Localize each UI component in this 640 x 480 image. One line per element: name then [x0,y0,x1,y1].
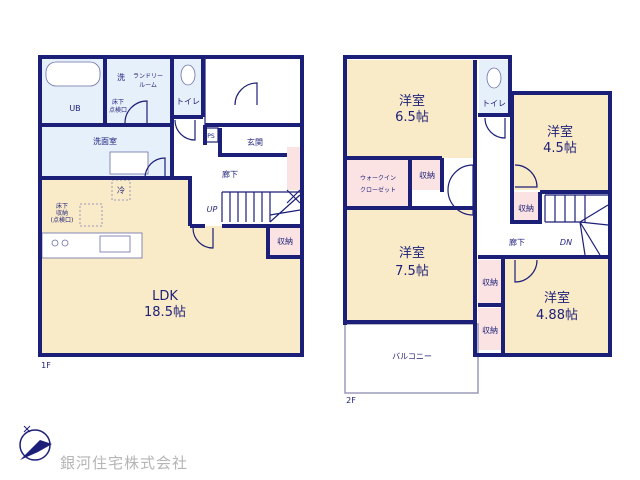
label-inspection: 点検口 [109,106,127,114]
label-size-4-5: 4.5帖 [543,141,577,156]
label-wic: クローゼット [360,186,396,194]
label-entrance: 玄関 [247,137,263,147]
label-laundry: ルーム [139,82,157,89]
label-ps: PS [207,133,215,140]
label-ldk-size: 18.5帖 [144,305,186,320]
compass-bird-logo [19,425,52,461]
floor-label-1f: 1F [41,361,51,370]
room-western-4-88 [505,258,610,355]
balcony [344,323,479,394]
floor-2: 洋室 6.5帖 トイレ 洋室 4.5帖 ウォークイン クローゼット 収納 洋室 … [343,55,612,405]
storage-2f-2 [512,192,540,222]
shoe-storage [287,147,300,190]
label-laundry: ランドリー [133,73,163,80]
stairs-1f [221,189,301,223]
label-storage-2f-1: 収納 [419,170,435,180]
label-balcony: バルコニー [392,352,432,361]
label-underfloor: 収納 [56,209,68,217]
label-underfloor: 床下 [56,202,68,210]
floor-label-2f: 2F [346,396,356,405]
label-western-4-5: 洋室 [547,124,573,140]
storage-2f-3 [478,260,503,305]
label-storage-2f-2: 収納 [518,203,534,213]
label-washroom: 洗面室 [93,136,117,146]
door-western-6-5[interactable] [447,164,474,191]
label-storage-2f-3: 収納 [482,277,498,287]
company-name: 銀河住宅株式会社 [60,454,189,472]
toilet-icon [180,64,196,86]
kitchen-sink-icon [99,235,131,253]
storage-2f-1 [412,160,442,190]
label-western-4-88: 洋室 [544,290,570,306]
door-toilet-2f[interactable] [484,117,506,139]
door-laundry[interactable] [124,100,148,124]
label-toilet-2f: トイレ [482,99,506,108]
room-western-6-5 [347,60,475,158]
door-western-4-88[interactable] [514,259,538,283]
room-western-4-5 [513,93,610,190]
walk-in-closet [347,160,410,208]
label-underfloor: (点検口) [51,216,74,224]
storage-1f [268,228,300,257]
label-toilet-1f: トイレ [176,97,200,106]
label-storage-2f-4: 収納 [482,325,498,335]
label-western-7-5: 洋室 [399,245,425,261]
door-toilet[interactable] [174,119,196,141]
label-fridge: 冷 [117,185,125,195]
label-wic: ウォークイン [360,174,396,182]
door-western-7-5[interactable] [447,189,474,216]
stove-icon [61,239,69,247]
sink-icon [109,151,149,175]
room-ldk [40,178,300,355]
door-washroom[interactable] [144,157,166,179]
label-storage-1f: 収納 [277,236,293,246]
label-dn: DN [560,238,572,247]
label-ub: UB [69,104,80,113]
label-hall-2f: 廊下 [509,237,525,247]
label-up: UP [207,205,218,214]
room-washroom [40,127,172,177]
label-western-6-5: 洋室 [399,93,425,109]
stove-icon [51,239,59,247]
label-ldk: LDK [152,289,178,304]
label-size-6-5: 6.5帖 [395,110,429,125]
floor-1: UB 洗 ランドリー ルーム 床下 点検口 トイレ 洗面室 PS 玄関 廊下 冷… [38,55,304,370]
stairs-2f [544,194,609,256]
label-hall-1f: 廊下 [222,169,238,179]
toilet-icon [486,67,502,89]
storage-2f-4 [478,308,503,350]
underfloor-hatch [79,203,103,227]
door-western-4-5[interactable] [514,164,538,188]
label-washer: 洗 [117,72,125,82]
room-laundry [106,57,172,125]
room-western-7-5 [347,210,475,322]
label-size-7-5: 7.5帖 [395,264,429,279]
label-size-4-88: 4.88帖 [536,308,578,323]
bathtub-icon [45,61,101,87]
door-ldk[interactable] [192,227,214,249]
label-inspection: 床下 [112,98,124,106]
porch [204,56,303,126]
front-door[interactable] [234,82,258,106]
